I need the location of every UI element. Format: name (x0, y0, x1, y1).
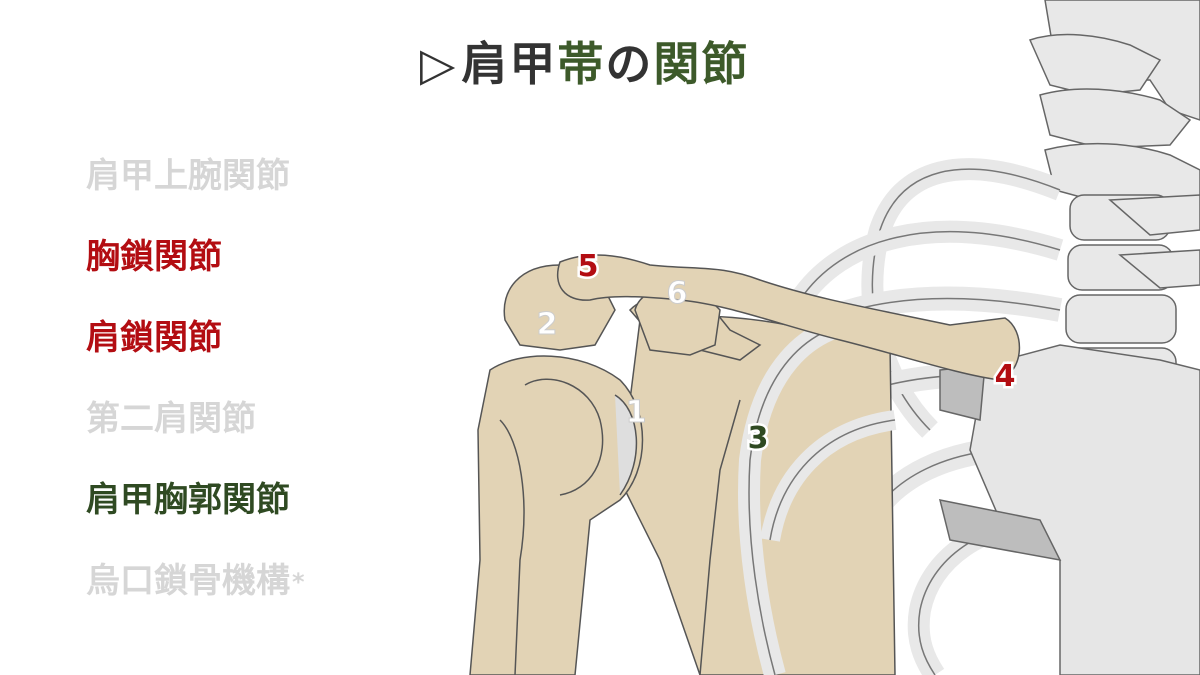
title-part-4: 関節 (653, 37, 750, 91)
joint-item-sternoclavicular: 胸鎖関節 (86, 231, 305, 283)
joint-label: 肩鎖関節 (86, 318, 222, 358)
joint-item-scapulothoracic: 肩甲胸郭関節 (86, 474, 305, 526)
joint-label: 胸鎖関節 (86, 237, 222, 277)
marker-4: 4 (992, 357, 1018, 397)
title-part-2: 帯 (557, 37, 606, 91)
marker-3: 3 (745, 419, 771, 459)
marker-5: 5 (575, 247, 601, 287)
joint-item-glenohumeral: 肩甲上腕関節 (86, 150, 305, 202)
marker-1: 1 (625, 395, 647, 431)
humerus (469, 355, 644, 675)
marker-5-label: 5 (578, 249, 599, 284)
marker-2: 2 (536, 307, 558, 343)
page-title: ▷肩甲帯の関節 (420, 28, 749, 94)
joint-item-coracoclavicular: 烏口鎖骨機構* (86, 555, 305, 607)
joint-label: 第二肩関節 (86, 399, 256, 439)
marker-6: 6 (666, 276, 688, 312)
joint-list: 肩甲上腕関節 胸鎖関節 肩鎖関節 第二肩関節 肩甲胸郭関節 烏口鎖骨機構* (86, 150, 305, 636)
play-triangle-icon: ▷ (420, 37, 458, 91)
marker-3-label: 3 (748, 421, 769, 456)
joint-item-second-shoulder: 第二肩関節 (86, 393, 305, 445)
joint-item-acromioclavicular: 肩鎖関節 (86, 312, 305, 364)
asterisk-note: * (292, 568, 305, 596)
marker-2-label: 2 (537, 307, 558, 342)
marker-4-label: 4 (995, 359, 1016, 394)
clavicle (556, 254, 1021, 381)
sternum (938, 344, 1200, 675)
joint-label: 肩甲胸郭関節 (86, 480, 290, 520)
marker-1-label: 1 (626, 395, 647, 430)
joint-label: 肩甲上腕関節 (86, 156, 290, 196)
marker-6-label: 6 (667, 276, 688, 311)
joint-label: 烏口鎖骨機構 (86, 561, 290, 601)
title-part-3: の (605, 37, 654, 91)
title-part-1: 肩甲 (461, 37, 558, 91)
spine (1028, 0, 1200, 399)
